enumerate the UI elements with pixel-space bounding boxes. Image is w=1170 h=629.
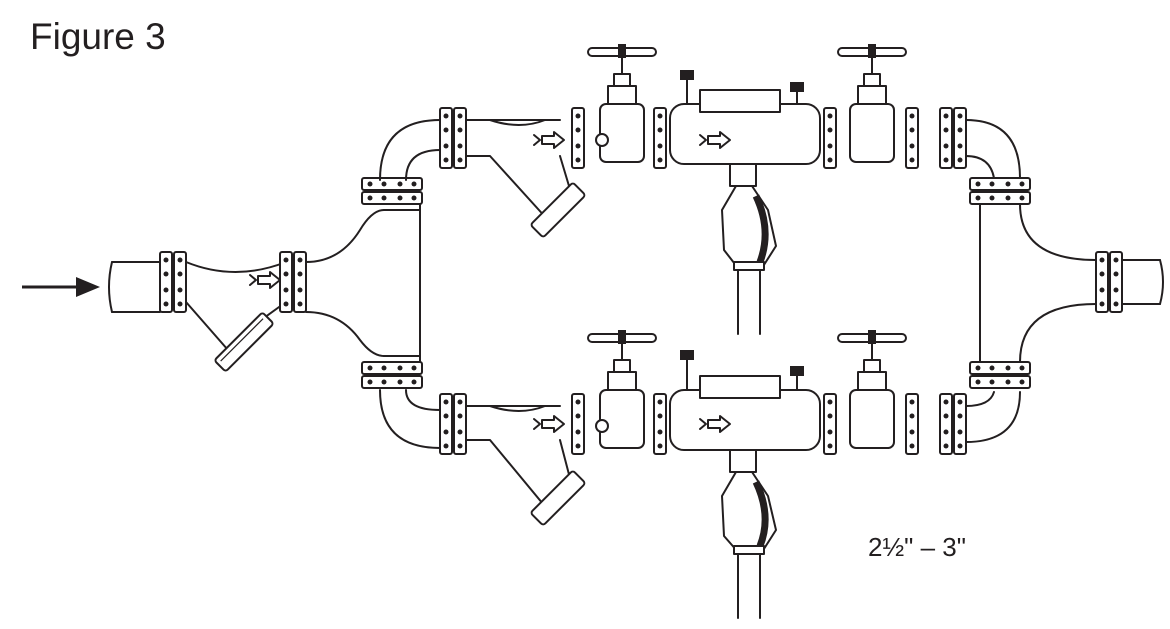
tee-manifold xyxy=(305,177,423,389)
outlet-tee-manifold xyxy=(969,177,1164,389)
figure-title: Figure 3 xyxy=(30,16,166,57)
arrow-right-icon xyxy=(22,277,100,297)
lower-branch-assembly xyxy=(379,329,1021,619)
inlet-y-strainer xyxy=(108,251,307,372)
upper-branch-assembly xyxy=(379,43,1021,335)
pipe-size-label: 2½" – 3" xyxy=(868,532,966,562)
